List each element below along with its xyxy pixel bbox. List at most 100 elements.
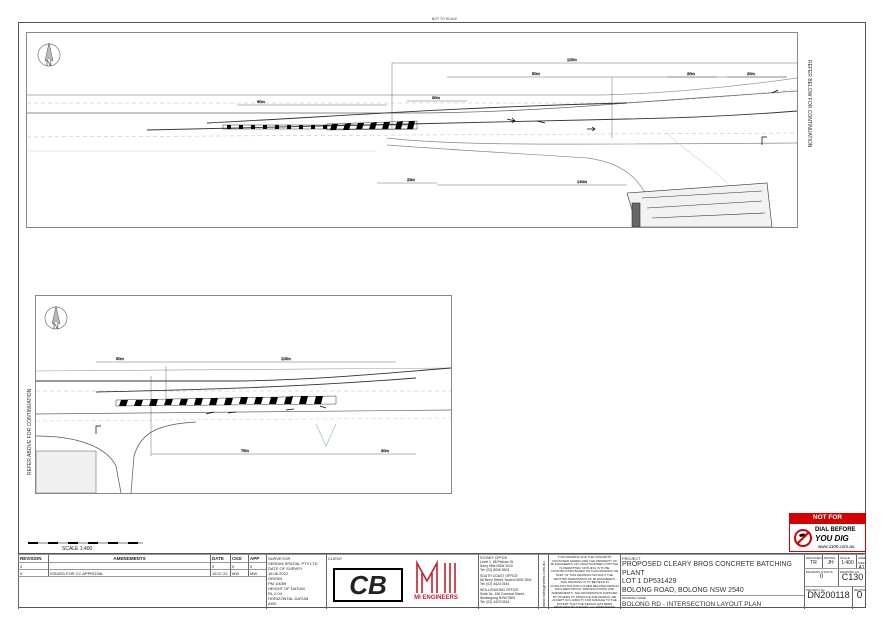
svg-text:115m: 115m xyxy=(281,356,291,361)
scale-label: SCALE 1:400 xyxy=(62,546,93,552)
road-plan-top: N 115m 50m 20 xyxy=(27,42,797,227)
wollongong-office-line2: Wollongong NSW 2500 xyxy=(480,596,516,600)
south-coast-office-line1: 68 Berry Street, Nowra NSW 2541 xyxy=(480,578,532,582)
mi-engineers-text: MI ENGINEERS xyxy=(414,595,458,601)
project-no-cell: PROJECT No. DN200118 xyxy=(804,586,852,609)
rev-header-ckd: CKD xyxy=(230,554,248,562)
title-block: REVISION AMENDMENTS DATE CKD APP 0 0 0 0… xyxy=(18,553,866,609)
not-for-construction-banner: NOT FOR CONSTRUCTION xyxy=(789,513,866,531)
refer-below-note: REFER BELOW FOR CONTINUATION xyxy=(806,60,812,148)
rev-row-1-date: 0 xyxy=(210,562,230,569)
designed-cell: DESIGNED TR xyxy=(804,554,822,568)
svg-text:20m: 20m xyxy=(687,71,695,76)
scale-meta-value: 1:400 xyxy=(841,560,854,566)
rev-blank-area xyxy=(18,576,266,609)
rev-row-2-date: 15.07.22 xyxy=(210,569,230,576)
project-line-1: PROPOSED CLEARY BROS CONCRETE BATCHING P… xyxy=(622,561,792,577)
mi-logo-mark-icon xyxy=(416,559,456,593)
rev-row-2-app: MW xyxy=(248,569,266,576)
svg-text:N: N xyxy=(46,59,52,68)
rev-row-1-amend xyxy=(48,562,210,569)
svg-text:N: N xyxy=(53,322,59,331)
road-plan-bottom: N 50m 115m 75m 30m xyxy=(36,305,451,493)
svg-text:23m: 23m xyxy=(407,177,415,182)
scale-cell: SCALE 1:400 xyxy=(838,554,856,568)
sheet-size-cell: SHEET SIZE A1 xyxy=(856,554,866,568)
revision-value: 0 xyxy=(856,590,863,601)
drawing-name-box: DRAWING NAME BOLONG RD - INTERSECTION LA… xyxy=(620,595,804,609)
not-to-scale-note: NOT TO SCALE xyxy=(431,17,458,21)
rev-row-1-ckd: 0 xyxy=(230,562,248,569)
revision-label: REVISION xyxy=(854,588,866,592)
project-label: PROJECT xyxy=(622,556,641,561)
datum-height-value: RL 2.04 xyxy=(268,591,282,596)
refer-above-note: REFER ABOVE FOR CONTINUATION xyxy=(27,388,33,475)
surveyor-value: VERDIM SPATIAL PTY LTD xyxy=(268,561,318,566)
rev-header-revision: REVISION xyxy=(18,554,48,562)
drawing-status-cell: DRAWING STATUS 0 xyxy=(804,568,838,586)
svg-text:75m: 75m xyxy=(241,448,249,453)
drawing-no-cell: DRAWING No C130 xyxy=(838,568,866,586)
wollongong-office-title: WOLLONGONG OFFICE xyxy=(480,588,519,592)
horizontal-datum-value: AHD xyxy=(268,601,277,606)
project-box: PROJECT PROPOSED CLEARY BROS CONCRETE BA… xyxy=(620,554,804,595)
south-coast-office-phone: Tel: (02) 4423 0344 xyxy=(480,582,510,586)
project-no-value: DN200118 xyxy=(807,590,850,600)
rev-row-1-app: 0 xyxy=(248,562,266,569)
svg-text:90m: 90m xyxy=(257,99,265,104)
rev-header-amendments: AMENDMENTS xyxy=(48,554,210,562)
origin-label: ORIGIN xyxy=(268,576,283,581)
rev-row-2-amend: ISSUED FOR CC APPROVAL xyxy=(48,569,210,576)
rev-header-date: DATE xyxy=(210,554,230,562)
surveyor-label: SURVEYOR xyxy=(268,556,291,561)
hatched-median-top xyxy=(222,120,418,131)
sheet-size-label: SHEET SIZE xyxy=(858,556,866,565)
datum-height-label: HEIGHT OF DATUM xyxy=(268,586,305,591)
survey-date-value: 16.06.2022 xyxy=(268,571,289,576)
drawing-sheet-border xyxy=(18,22,866,608)
dbyd-line2: YOU DIG xyxy=(815,534,849,543)
website-text: www.miengineers.com.au xyxy=(541,561,546,607)
dbyd-line1: DIAL BEFORE xyxy=(815,527,856,533)
sydney-office-phone: Tel: (02) 8006 3503 xyxy=(480,568,510,572)
plan-viewport-bottom[interactable]: N 50m 115m 75m 30m xyxy=(35,295,452,494)
drawing-status-value: 0 xyxy=(819,574,824,580)
website-strip: www.miengineers.com.au xyxy=(538,554,548,609)
horizontal-datum-label: HORIZONTAL DATUM xyxy=(268,596,309,601)
rev-row-2-ckd: MW xyxy=(230,569,248,576)
sydney-office-line2: Surry Hills NSW 2010 xyxy=(480,564,513,568)
mi-engineers-logo: MI ENGINEERS xyxy=(409,559,473,607)
project-line-3: BOLONG ROAD, BOLONG NSW 2540 xyxy=(622,586,744,594)
svg-text:30m: 30m xyxy=(432,95,440,100)
wollongong-office-line1: Suite 2a, 136 Corrimal Street, xyxy=(480,592,525,596)
hatched-median-bottom xyxy=(115,395,337,407)
north-arrow-icon: N xyxy=(44,305,68,331)
drawing-name-label: DRAWING NAME xyxy=(622,596,646,600)
survey-date-label: DATE OF SURVEY xyxy=(268,566,303,571)
sydney-office-line1: Level 1, 88 Pelican St, xyxy=(480,560,514,564)
svg-text:140m: 140m xyxy=(577,179,588,184)
designed-value: TR xyxy=(810,560,817,566)
drawn-value: JH xyxy=(827,560,834,566)
survey-info: SURVEYOR VERDIM SPATIAL PTY LTD DATE OF … xyxy=(266,554,326,609)
svg-text:50m: 50m xyxy=(116,356,124,361)
dial-before-you-dig-badge: DIAL BEFORE YOU DIG www.1100.com.au xyxy=(789,523,866,552)
project-no-label: PROJECT No. xyxy=(806,588,826,592)
cb-logo: CB xyxy=(333,568,403,602)
sydney-office-title: SYDNEY OFFICE xyxy=(480,556,508,560)
drawing-status-label: DRAWING STATUS xyxy=(806,570,833,574)
rev-row-2-rev: 0 xyxy=(18,569,48,576)
drawn-label: DRAWN xyxy=(824,556,836,560)
drawing-no-value: C130 xyxy=(841,572,864,582)
scale-meta-label: SCALE xyxy=(840,556,850,560)
wollongong-office-phone: Tel: (02) 4423 0344 xyxy=(480,600,510,604)
rev-header-app: APP xyxy=(248,554,266,562)
south-coast-office-title: SOUTH COAST OFFICE xyxy=(480,574,518,578)
origin-value: PM 10059 xyxy=(268,581,287,586)
north-arrow-icon: N xyxy=(37,42,61,68)
scale-bar xyxy=(28,542,143,544)
plan-viewport-top[interactable]: N 115m 50m 20 xyxy=(26,32,798,228)
drawing-name: BOLONG RD - INTERSECTION LAYOUT PLAN xyxy=(622,600,762,608)
svg-text:50m: 50m xyxy=(532,71,540,76)
dbyd-website: www.1100.com.au xyxy=(818,544,855,549)
